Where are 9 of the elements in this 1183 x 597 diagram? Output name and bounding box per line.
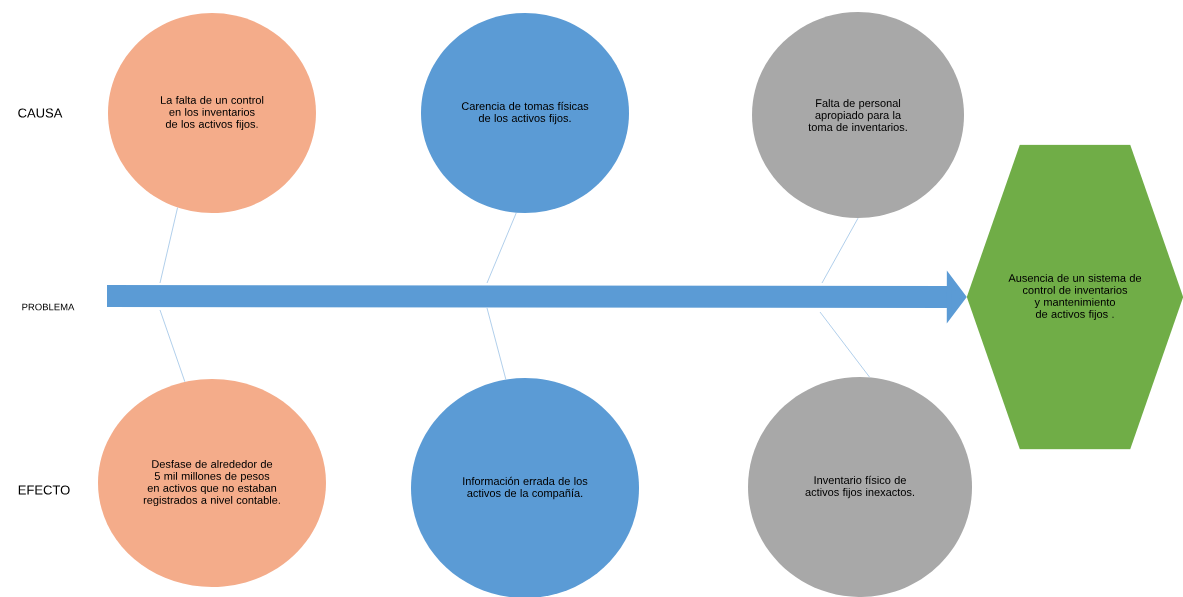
connector-line — [159, 309, 186, 383]
connector-line — [486, 212, 517, 284]
connector-line — [159, 207, 178, 284]
connector-line — [821, 217, 859, 284]
row-label: PROBLEMA — [22, 303, 75, 311]
row-label: EFECTO — [18, 485, 70, 495]
connector-line — [486, 307, 507, 380]
connector-line — [819, 311, 870, 378]
row-label: CAUSA — [18, 108, 63, 118]
